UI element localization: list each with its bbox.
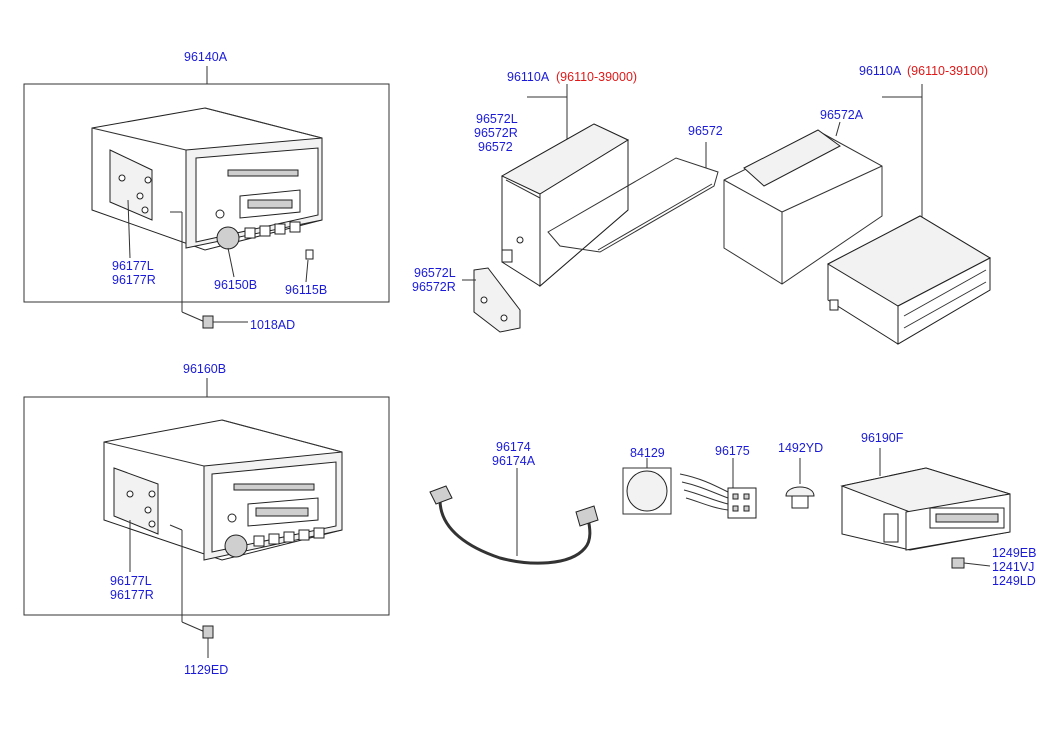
label-changer-1-side-l: 96572L xyxy=(414,266,456,280)
label-clip: 1492YD xyxy=(778,441,824,455)
changer-1-group xyxy=(462,84,719,333)
label-changer-1-bracket: 96572 xyxy=(478,140,513,154)
label-bracket-top-l: 96177L xyxy=(112,259,154,273)
connector-group xyxy=(679,458,757,519)
label-audio-unit-top: 96140A xyxy=(184,50,228,64)
changer-2-group xyxy=(723,84,992,345)
label-amp-screw-2: 1241VJ xyxy=(992,560,1035,574)
label-cable-1: 96174 xyxy=(496,440,531,454)
audio-unit-top-group xyxy=(23,66,390,329)
label-changer-2-bracket: 96572A xyxy=(820,108,864,122)
label-bracket-top-r: 96177R xyxy=(112,273,156,287)
label-screw-bottom: 1129ED xyxy=(184,663,229,677)
label-knob-small: 96115B xyxy=(285,283,328,297)
label-screw-top: 1018AD xyxy=(250,318,296,332)
label-bracket-bottom-l: 96177L xyxy=(110,574,152,588)
label-changer-2-code: (96110-39100) xyxy=(907,64,989,78)
amp-group xyxy=(840,448,1011,569)
label-amp-screw-1: 1249EB xyxy=(992,546,1037,560)
label-changer-1-bracket-r: 96572R xyxy=(474,126,518,140)
label-changer-1-side-r: 96572R xyxy=(412,280,456,294)
label-connector: 96175 xyxy=(715,444,750,458)
label-cap: 84129 xyxy=(630,446,665,460)
label-amp: 96190F xyxy=(861,431,904,445)
label-changer-1-stay: 96572 xyxy=(688,124,723,138)
label-changer-1: 96110A xyxy=(507,70,550,84)
label-changer-2: 96110A xyxy=(859,64,902,78)
label-knob: 96150B xyxy=(214,278,258,292)
clip-group xyxy=(785,458,815,509)
label-changer-1-code: (96110-39000) xyxy=(556,70,638,84)
label-cable-2: 96174A xyxy=(492,454,536,468)
label-changer-1-bracket-l: 96572L xyxy=(476,112,518,126)
label-audio-unit-bottom: 96160B xyxy=(183,362,227,376)
cable-group xyxy=(429,468,599,565)
label-bracket-bottom-r: 96177R xyxy=(110,588,154,602)
label-amp-screw-3: 1249LD xyxy=(992,574,1036,588)
audio-unit-bottom-group xyxy=(23,378,390,658)
cap-group xyxy=(622,458,672,515)
